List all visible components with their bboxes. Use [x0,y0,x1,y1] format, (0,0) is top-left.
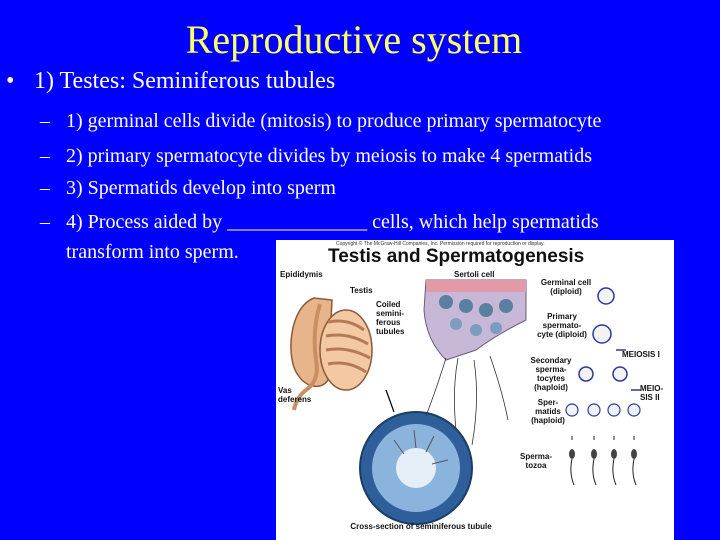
label-meiosis-1: MEIOSIS I [622,350,660,359]
spermatogenesis-figure: Copyright © The McGraw-Hill Companies, I… [276,240,674,540]
dash-mark: – [40,145,50,167]
label-cross-section: Cross-section of seminiferous tubule [350,522,492,531]
label-coiled-tubules: Coiled semini- ferous tubules [376,300,405,336]
figure-title: Testis and Spermatogenesis [328,246,585,267]
label-epididymis: Epididymis [280,270,323,279]
dash-mark: – [40,177,50,199]
sub-bullet-1: –1) germinal cells divide (mitosis) to p… [40,106,720,136]
sub-bullet-text: 3) Spermatids develop into sperm [66,177,336,199]
label-secondary-spermatocytes: Secondary sperma- tocytes (haploid) [530,356,572,392]
dash-mark: – [40,110,50,132]
sub-bullet-2: –2) primary spermatocyte divides by meio… [40,141,720,171]
label-sertoli-cell: Sertoli cell [454,270,495,279]
spermatogenesis-illustration [290,279,641,525]
label-testis: Testis [350,286,373,295]
sub-bullet-text: 2) primary spermatocyte divides by meios… [66,145,592,167]
sub-bullet-3: –3) Spermatids develop into sperm [40,173,720,203]
label-germinal-cell: Germinal cell (diploid) [540,278,592,296]
dash-mark: – [40,211,50,233]
label-meiosis-2: MEIO- SIS II [640,384,664,402]
sub-bullet-text: 4) Process aided by ______________ cells… [66,211,599,233]
stage-cells [565,287,641,486]
figure-copyright: Copyright © The McGraw-Hill Companies, I… [336,241,545,247]
label-spermatozoa: Sperma- tozoa [519,452,552,470]
main-bullet-text: 1) Testes: Seminiferous tubules [34,68,336,94]
cross-section-drawing [359,389,473,525]
main-bullet: • 1) Testes: Seminiferous tubules [6,66,335,96]
tubule-wall-drawing [423,279,527,446]
testis-drawing [290,297,373,411]
label-primary-spermatocyte: Primary spermato- cyte (diploid) [537,312,587,339]
bullet-mark: • [6,68,15,94]
slide-title: Reproductive system [185,17,523,62]
sub-bullet-4: –4) Process aided by ______________ cell… [40,207,720,237]
sub-bullet-text: 1) germinal cells divide (mitosis) to pr… [66,110,602,132]
label-vas-deferens: Vas deferens [278,386,312,404]
sub-bullet-4-continued: transform into sperm. [66,241,239,263]
label-spermatids: Sper- matids (haploid) [531,398,565,425]
